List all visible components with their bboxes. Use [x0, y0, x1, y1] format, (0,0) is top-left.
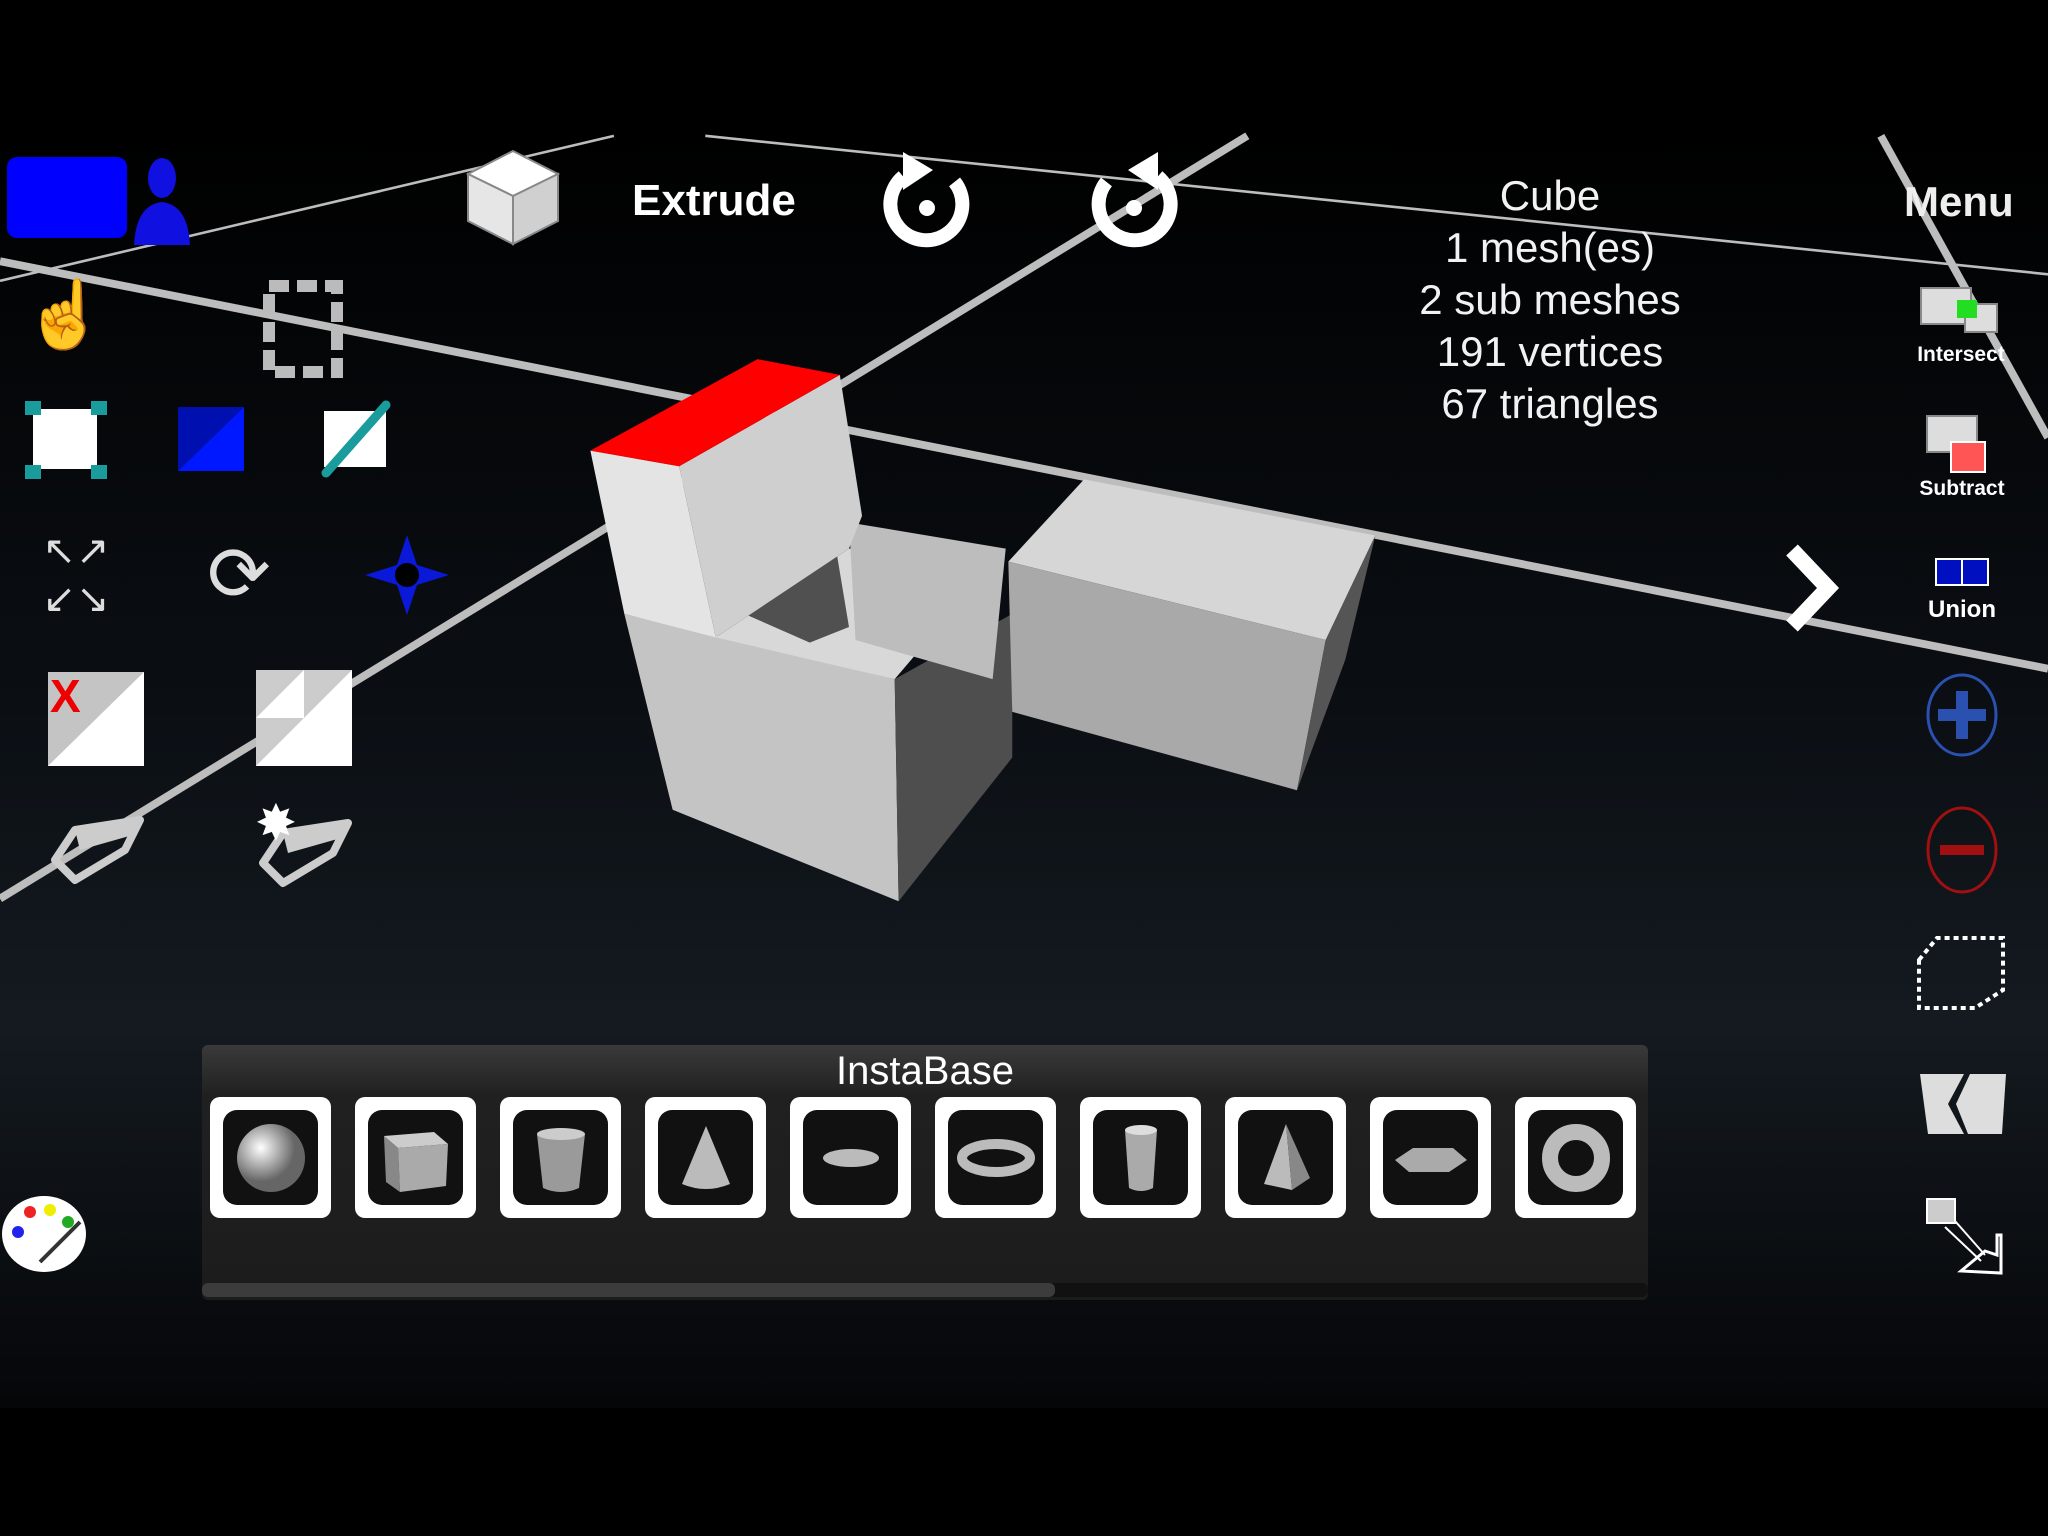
zoom-in-button[interactable] [1926, 673, 1998, 757]
instabase-scrollbar[interactable] [202, 1283, 1648, 1297]
primitive-cone[interactable] [645, 1097, 766, 1218]
vertex-count: 191 vertices [1436, 328, 1664, 375]
scale-arrows-icon[interactable]: ↖↗↙↘ [28, 527, 124, 623]
chair-mesh[interactable] [590, 359, 1013, 902]
arrow-sw-icon: ↙ [42, 577, 76, 621]
primitive-tube[interactable] [1080, 1097, 1201, 1218]
expand-panel-chevron-icon[interactable] [1778, 540, 1842, 636]
extrude-tool-icon[interactable] [45, 805, 145, 885]
primitive-cube[interactable] [355, 1097, 476, 1218]
union-label[interactable]: Union [1928, 596, 1996, 623]
object-name: Cube [1499, 172, 1601, 219]
color-swatch-button[interactable] [7, 157, 127, 238]
delete-face-icon[interactable]: X [48, 672, 144, 766]
rotate-icon[interactable]: ⟳ [207, 531, 271, 617]
selected-face [590, 359, 840, 467]
sub-mesh-count: 2 sub meshes [1419, 276, 1681, 323]
color-palette-icon[interactable] [0, 1192, 88, 1276]
split-mesh-icon[interactable] [1918, 1070, 2008, 1138]
scrollbar-thumb[interactable] [202, 1283, 1056, 1297]
mode-label: Extrude [632, 176, 796, 225]
primitive-cylinder[interactable] [500, 1097, 621, 1218]
hand-pointer-icon[interactable]: ☝ [23, 277, 107, 351]
zoom-out-button[interactable] [1926, 805, 1998, 895]
arrow-nw-icon: ↖ [42, 529, 76, 573]
instabase-title: InstaBase [836, 1049, 1014, 1093]
primitive-sphere[interactable] [210, 1097, 331, 1218]
lasso-select-icon[interactable] [1915, 930, 2007, 1012]
subtract-label[interactable]: Subtract [1919, 477, 2005, 500]
edge-select-icon[interactable] [318, 399, 392, 479]
duplicate-face-icon[interactable] [256, 670, 352, 766]
box-mesh[interactable] [1008, 479, 1376, 791]
primitive-pyramid[interactable] [1225, 1097, 1346, 1218]
primitive-hexagon[interactable] [1370, 1097, 1491, 1218]
menu-button[interactable]: Menu [1904, 178, 2014, 225]
mesh-stats: Cube 1 mesh(es) 2 sub meshes 191 vertice… [1350, 170, 1750, 430]
cube-icon[interactable] [463, 146, 563, 248]
user-icon[interactable] [132, 150, 192, 245]
move-compass-icon[interactable] [365, 535, 449, 615]
face-select-icon[interactable] [178, 407, 244, 471]
svg-text:X: X [50, 672, 81, 722]
undo-button[interactable] [883, 150, 971, 251]
extrude-new-icon[interactable]: ✸ [253, 798, 353, 888]
svg-text:✸: ✸ [255, 798, 297, 852]
select-frame-icon[interactable] [263, 280, 343, 378]
arrow-se-icon: ↘ [76, 577, 110, 621]
subtract-icon[interactable] [1925, 410, 1995, 476]
mesh-count: 1 mesh(es) [1444, 224, 1656, 271]
redo-button[interactable] [1090, 150, 1178, 251]
instabase-panel: InstaBase [202, 1045, 1648, 1300]
primitive-disc[interactable] [790, 1097, 911, 1218]
intersect-label[interactable]: Intersect [1917, 343, 2005, 366]
primitive-ring[interactable] [935, 1097, 1056, 1218]
project-light-icon[interactable] [1925, 1195, 2005, 1275]
intersect-icon[interactable] [1917, 280, 2001, 340]
primitive-torus[interactable] [1515, 1097, 1636, 1218]
select-box-icon[interactable] [25, 399, 107, 481]
triangle-count: 67 triangles [1441, 380, 1659, 427]
union-icon[interactable] [1934, 553, 1994, 589]
arrow-ne-icon: ↗ [76, 529, 110, 573]
